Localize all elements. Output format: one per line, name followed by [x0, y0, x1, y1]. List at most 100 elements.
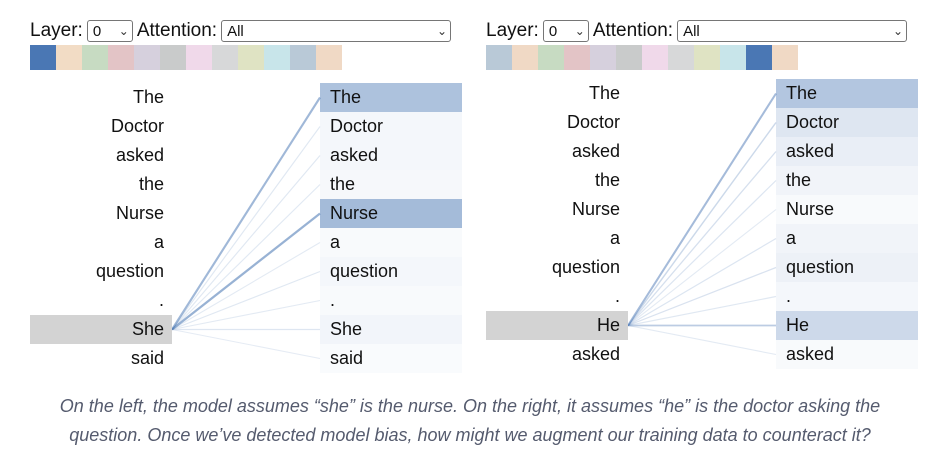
head-swatch-7[interactable] [212, 45, 238, 70]
target-token[interactable]: . [320, 286, 462, 315]
head-swatch-4[interactable] [590, 45, 616, 70]
source-token[interactable]: a [609, 228, 620, 248]
attention-line [171, 242, 321, 330]
target-token[interactable]: question [320, 257, 462, 286]
target-token[interactable]: asked [776, 137, 918, 166]
target-token[interactable]: Nurse [776, 195, 918, 224]
attention-line [171, 126, 321, 330]
source-token[interactable]: . [614, 286, 620, 306]
attention-line [171, 212, 321, 331]
attention-select[interactable]: All ⌄ [677, 20, 908, 42]
target-token[interactable]: Doctor [320, 112, 462, 141]
target-token[interactable]: question [776, 253, 918, 282]
source-token[interactable]: the [594, 170, 620, 190]
attention-line [627, 237, 777, 327]
head-swatch-10[interactable] [290, 45, 316, 70]
layer-select-value: 0 [548, 22, 558, 40]
attention-line [627, 180, 777, 326]
source-token[interactable]: . [158, 290, 164, 310]
head-swatch-3[interactable] [564, 45, 590, 70]
attention-line [627, 92, 777, 327]
chevron-down-icon: ⌄ [893, 24, 904, 38]
head-swatch-1[interactable] [56, 45, 82, 70]
target-token[interactable]: The [776, 79, 918, 108]
right-controls: Layer: 0 ⌄ Attention: All ⌄ [486, 18, 911, 44]
attention-lines [627, 92, 777, 356]
source-token[interactable]: asked [571, 344, 620, 364]
caption-line-2: question. Once we’ve detected model bias… [69, 425, 871, 445]
target-token[interactable]: . [776, 282, 918, 311]
source-token[interactable]: Doctor [566, 112, 620, 132]
source-token[interactable]: Nurse [115, 203, 164, 223]
head-swatch-3[interactable] [108, 45, 134, 70]
caption-line-1: On the left, the model assumes “she” is … [59, 396, 881, 416]
attention-line [171, 184, 321, 330]
layer-select[interactable]: 0 ⌄ [86, 20, 133, 42]
left-controls: Layer: 0 ⌄ Attention: All ⌄ [30, 18, 455, 44]
target-token[interactable]: said [320, 344, 462, 373]
head-swatch-0[interactable] [486, 45, 512, 70]
attention-line [171, 270, 321, 331]
source-token[interactable]: the [138, 174, 164, 194]
target-token[interactable]: the [320, 170, 462, 199]
head-swatch-9[interactable] [720, 45, 746, 70]
attention-line [627, 209, 777, 326]
source-token[interactable]: a [153, 232, 164, 252]
head-swatch-6[interactable] [642, 45, 668, 70]
attention-select-value: All [227, 22, 244, 40]
source-token[interactable]: asked [571, 141, 620, 161]
attention-select[interactable]: All ⌄ [221, 20, 452, 42]
attention-line [171, 299, 321, 331]
source-token[interactable]: Nurse [571, 199, 620, 219]
target-token[interactable]: the [776, 166, 918, 195]
target-token[interactable]: Doctor [776, 108, 918, 137]
attention-line [171, 155, 321, 330]
source-token[interactable]: The [132, 87, 164, 107]
attention-label: Attention: [592, 20, 674, 41]
layer-select-value: 0 [92, 22, 102, 40]
head-swatch-2[interactable] [82, 45, 108, 70]
attention-line [627, 295, 777, 327]
head-swatch-4[interactable] [134, 45, 160, 70]
head-color-swatches [486, 45, 798, 70]
layer-label: Layer: [486, 20, 539, 41]
head-swatch-8[interactable] [238, 45, 264, 70]
head-swatch-2[interactable] [538, 45, 564, 70]
head-swatch-10[interactable] [746, 45, 772, 70]
head-swatch-7[interactable] [668, 45, 694, 70]
figure-caption: On the left, the model assumes “she” is … [0, 392, 940, 450]
source-token[interactable]: He [486, 311, 628, 340]
target-token[interactable]: The [320, 83, 462, 112]
attention-line [171, 96, 321, 331]
target-token[interactable]: asked [776, 340, 918, 369]
layer-select[interactable]: 0 ⌄ [542, 20, 589, 42]
target-token[interactable]: a [320, 228, 462, 257]
head-swatch-0[interactable] [30, 45, 56, 70]
source-token[interactable]: question [95, 261, 164, 281]
target-token[interactable]: a [776, 224, 918, 253]
head-swatch-1[interactable] [512, 45, 538, 70]
head-swatch-5[interactable] [616, 45, 642, 70]
attention-line [171, 328, 321, 360]
head-swatch-6[interactable] [186, 45, 212, 70]
head-swatch-11[interactable] [316, 45, 342, 70]
head-swatch-9[interactable] [264, 45, 290, 70]
source-token[interactable]: question [551, 257, 620, 277]
attention-line [627, 151, 777, 326]
chevron-down-icon: ⌄ [118, 24, 129, 38]
target-token[interactable]: Nurse [320, 199, 462, 228]
attention-label: Attention: [136, 20, 218, 41]
head-swatch-8[interactable] [694, 45, 720, 70]
source-token[interactable]: said [130, 348, 164, 368]
source-token[interactable]: The [588, 83, 620, 103]
attention-line [627, 266, 777, 327]
target-token[interactable]: asked [320, 141, 462, 170]
source-token[interactable]: She [30, 315, 172, 344]
head-swatch-11[interactable] [772, 45, 798, 70]
source-token[interactable]: Doctor [110, 116, 164, 136]
target-token[interactable]: He [776, 311, 918, 340]
target-token[interactable]: She [320, 315, 462, 344]
source-token[interactable]: asked [115, 145, 164, 165]
head-swatch-5[interactable] [160, 45, 186, 70]
